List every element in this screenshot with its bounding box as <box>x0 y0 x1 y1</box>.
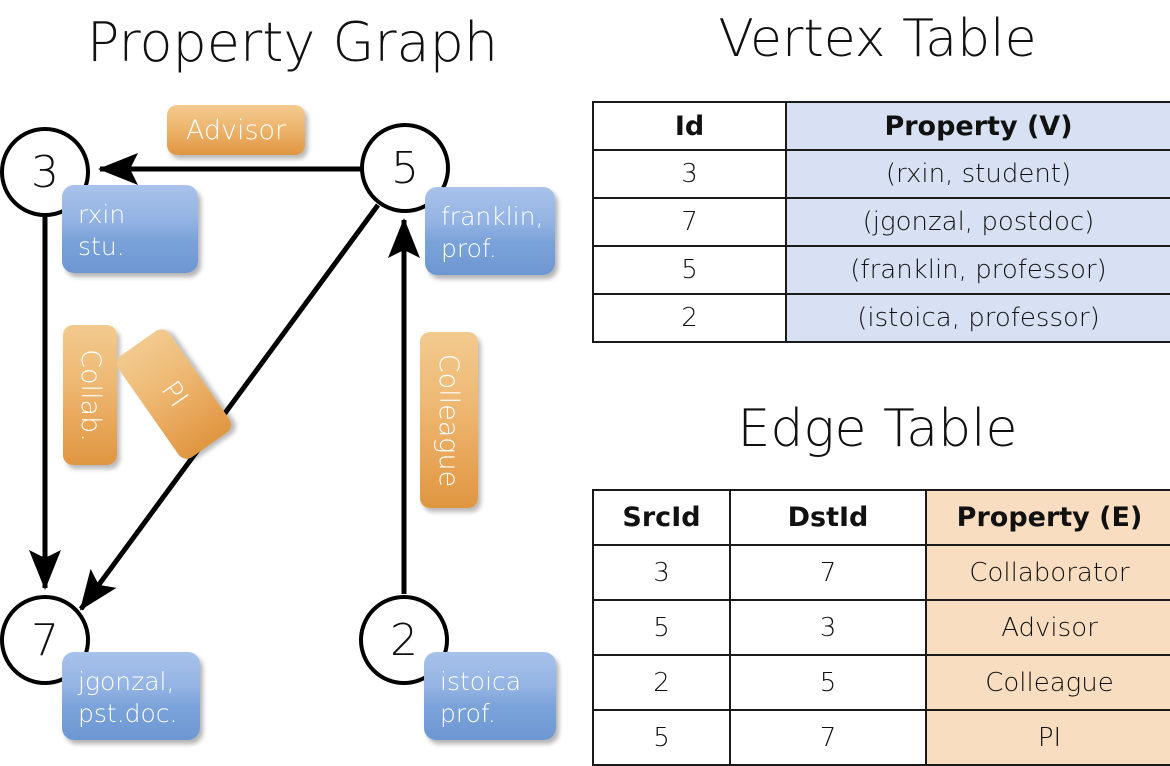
page-title-edge-table: Edge Table <box>737 399 1018 459</box>
graph-node-2-label: 2 <box>390 614 418 666</box>
vertex-table-row: 3 (rxin, student) <box>592 149 1170 199</box>
vertex-table-cell-property: (istoica, professor) <box>785 293 1170 343</box>
edge-label-pi-text: PI <box>154 375 194 413</box>
edge-table-cell-dstid: 7 <box>729 544 927 601</box>
edge-label-colleague: Colleague <box>420 332 478 508</box>
edge-table-cell-srcid: 2 <box>592 654 731 711</box>
vertex-property-box-5: franklin, prof. <box>425 187 555 275</box>
edge-table-cell-srcid: 5 <box>592 709 731 766</box>
edge-table-cell-srcid: 3 <box>592 544 731 601</box>
vertex-property-box-5-line2: prof. <box>441 234 497 263</box>
edge-table-header-row: SrcId DstId Property (E) <box>592 489 1170 546</box>
graph-node-7-label: 7 <box>31 614 59 666</box>
graph-node-3-label: 3 <box>31 146 59 198</box>
edge-table-cell-srcid: 5 <box>592 599 731 656</box>
edge-table-row: 3 7 Collaborator <box>592 544 1170 601</box>
graph-edges-canvas <box>29 153 420 611</box>
vertex-property-box-2-line1: istoica <box>440 667 522 696</box>
vertex-table-header-id: Id <box>592 101 787 151</box>
vertex-property-box-2: istoica prof. <box>424 652 556 740</box>
edge-table-cell-dstid: 7 <box>729 709 927 766</box>
edge-label-collab-text: Collab. <box>74 348 106 442</box>
graph-node-5-label: 5 <box>391 142 419 194</box>
edge-table-header-dstid: DstId <box>729 489 927 546</box>
vertex-property-box-7-line1: jgonzal, <box>78 667 175 696</box>
vertex-table-cell-id: 2 <box>592 293 787 343</box>
edge-label-collab: Collab. <box>63 325 117 465</box>
vertex-property-box-5-line1: franklin, <box>441 202 544 231</box>
vertex-table-header-property: Property (V) <box>785 101 1170 151</box>
vertex-table-row: 5 (franklin, professor) <box>592 245 1170 295</box>
edge-label-advisor: Advisor <box>167 105 305 155</box>
edge-table-cell-property: Collaborator <box>925 544 1170 601</box>
edge-table: SrcId DstId Property (E) 3 7 Collaborato… <box>592 489 1170 766</box>
edge-table-cell-property: Advisor <box>925 599 1170 656</box>
edge-table-cell-property: PI <box>925 709 1170 766</box>
edge-table-cell-property: Colleague <box>925 654 1170 711</box>
edge-table-row: 2 5 Colleague <box>592 654 1170 711</box>
edge-5-to-7 <box>78 203 381 611</box>
edge-table-row: 5 7 PI <box>592 709 1170 766</box>
graph-node-5[interactable]: 5 <box>360 123 450 213</box>
vertex-table-cell-property: (franklin, professor) <box>785 245 1170 295</box>
edge-table-row: 5 3 Advisor <box>592 599 1170 656</box>
vertex-table-row: 2 (istoica, professor) <box>592 293 1170 343</box>
edge-label-colleague-text: Colleague <box>433 353 465 487</box>
edge-table-header-srcid: SrcId <box>592 489 731 546</box>
edge-label-advisor-text: Advisor <box>185 114 287 146</box>
page-title-property-graph: Property Graph <box>86 11 499 74</box>
vertex-table-cell-id: 7 <box>592 197 787 247</box>
edge-table-cell-dstid: 5 <box>729 654 927 711</box>
vertex-property-box-3: rxin stu. <box>62 185 198 273</box>
vertex-table-cell-property: (jgonzal, postdoc) <box>785 197 1170 247</box>
vertex-table-cell-property: (rxin, student) <box>785 149 1170 199</box>
vertex-table: Id Property (V) 3 (rxin, student) 7 (jgo… <box>592 101 1170 343</box>
vertex-property-box-2-line2: prof. <box>440 699 496 728</box>
edge-table-header-property: Property (E) <box>925 489 1170 546</box>
vertex-table-cell-id: 5 <box>592 245 787 295</box>
vertex-table-header-row: Id Property (V) <box>592 101 1170 151</box>
vertex-property-box-3-line2: stu. <box>78 232 125 261</box>
vertex-table-cell-id: 3 <box>592 149 787 199</box>
vertex-property-box-3-line1: rxin <box>78 200 126 229</box>
graph-node-2[interactable]: 2 <box>359 595 449 685</box>
vertex-table-row: 7 (jgonzal, postdoc) <box>592 197 1170 247</box>
vertex-property-box-7: jgonzal, pst.doc. <box>62 652 200 740</box>
page-title-vertex-table: Vertex Table <box>718 9 1037 69</box>
edge-table-cell-dstid: 3 <box>729 599 927 656</box>
vertex-property-box-7-line2: pst.doc. <box>78 699 178 728</box>
